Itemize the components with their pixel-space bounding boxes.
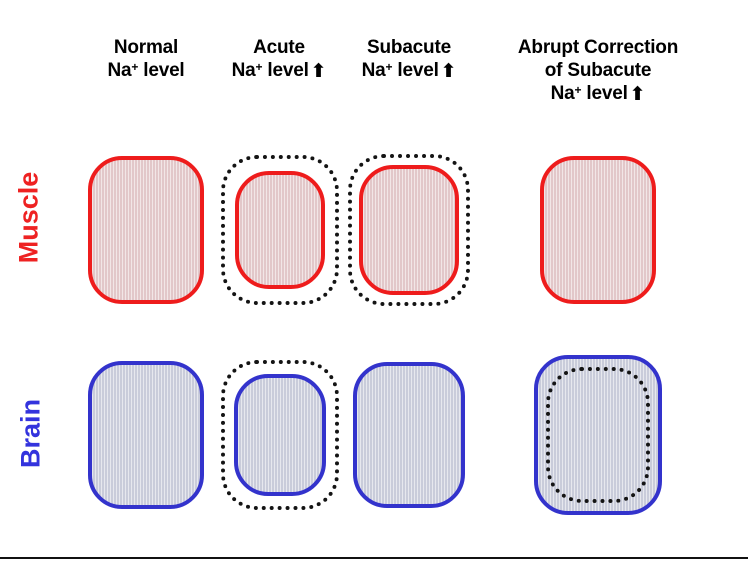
- cell-membrane: [353, 362, 465, 508]
- column-header-abrupt-correction: Abrupt Correction of Subacute Na+ level⬆: [468, 36, 728, 105]
- bottom-divider: [0, 557, 748, 559]
- level-text: level: [392, 60, 439, 81]
- original-size-outline: [546, 367, 650, 503]
- na-symbol: Na: [107, 60, 132, 81]
- cell-membrane: [235, 171, 325, 289]
- column-header-row: Normal Na+ level Acute Na+ level⬆ Subacu…: [0, 0, 748, 132]
- column-header-line1: Normal: [113, 37, 179, 58]
- na-symbol: Na: [550, 83, 575, 104]
- cell-stack: [200, 345, 360, 525]
- cell-membrane: [540, 156, 656, 304]
- cell-stack: [200, 140, 360, 320]
- column-header-acute: Acute Na+ level⬆: [205, 36, 353, 82]
- cell-stack: [329, 140, 489, 320]
- level-text: level: [581, 83, 628, 104]
- na-charge-superscript: +: [574, 83, 582, 97]
- cell-stack: [66, 345, 226, 525]
- cell-brain-acute: [200, 345, 360, 525]
- cell-stack: [66, 140, 226, 320]
- column-header-subacute: Subacute Na+ level⬆: [330, 36, 488, 82]
- cell-membrane: [234, 374, 326, 496]
- up-arrow-icon: ⬆: [310, 60, 327, 82]
- cell-stack: [518, 345, 678, 525]
- cell-muscle-subacute: [329, 140, 489, 320]
- column-header-line1: Subacute: [367, 37, 451, 58]
- cell-stack: [518, 140, 678, 320]
- up-arrow-icon: ⬆: [440, 60, 457, 82]
- cell-muscle-acute: [200, 140, 360, 320]
- na-charge-superscript: +: [131, 60, 139, 74]
- original-size-outline: [348, 154, 470, 306]
- cell-muscle-abrupt-correction: [518, 140, 678, 320]
- column-header-line1b: of Subacute: [544, 60, 652, 81]
- level-text: level: [138, 60, 185, 81]
- up-arrow-icon: ⬆: [629, 83, 646, 105]
- original-size-outline: [221, 155, 339, 305]
- na-symbol: Na: [231, 60, 256, 81]
- cell-membrane: [88, 156, 204, 304]
- cell-membrane: [359, 165, 459, 295]
- cell-brain-subacute: [329, 345, 489, 525]
- original-size-outline: [221, 360, 339, 510]
- cell-membrane: [88, 361, 204, 509]
- na-symbol: Na: [361, 60, 386, 81]
- column-header-line2: Na+ level: [72, 59, 220, 82]
- cell-stack: [329, 345, 489, 525]
- cell-brain-abrupt-correction: [518, 345, 678, 525]
- level-text: level: [262, 60, 309, 81]
- column-header-line2: Na+ level⬆: [205, 59, 353, 82]
- column-header-normal: Normal Na+ level: [72, 36, 220, 82]
- column-header-line2: Na+ level⬆: [330, 59, 488, 82]
- cell-brain-normal: [66, 345, 226, 525]
- column-header-line1: Acute: [253, 37, 305, 58]
- column-header-line1: Abrupt Correction: [517, 37, 679, 58]
- cell-muscle-normal: [66, 140, 226, 320]
- na-charge-superscript: +: [255, 60, 263, 74]
- na-charge-superscript: +: [385, 60, 393, 74]
- column-header-line2: Na+ level⬆: [468, 82, 728, 105]
